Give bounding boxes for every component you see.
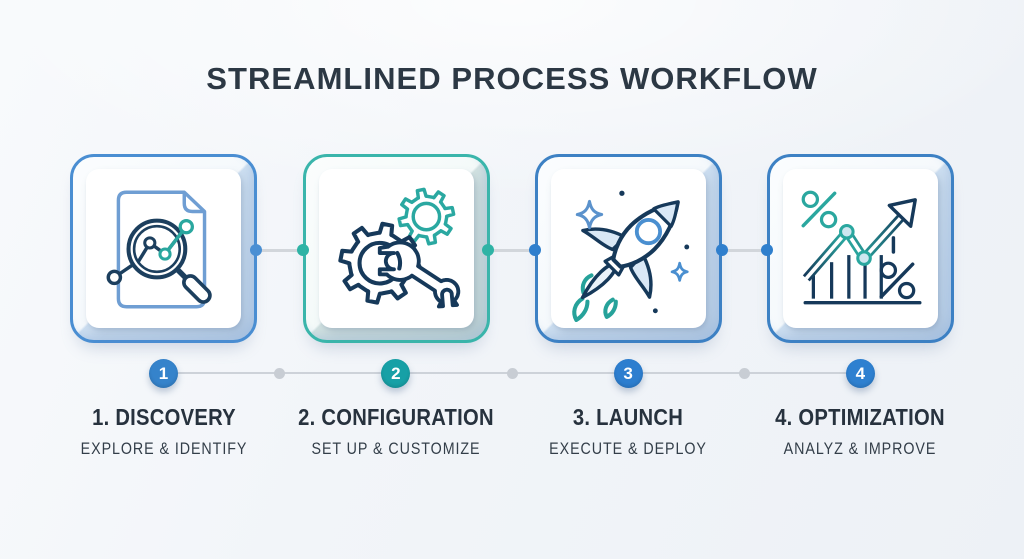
card-connector-line-2: [490, 249, 535, 252]
step-title-3: 3. LAUNCH: [573, 404, 684, 430]
card3-left-connector-dot: [529, 244, 541, 256]
step-title-2: 2. CONFIGURATION: [297, 404, 494, 430]
card2-left-connector-dot: [297, 244, 309, 256]
step-subtitle-1: EXPLORE & IDENTIFY: [80, 438, 247, 458]
step-title-4: 4. OPTIMIZATION: [775, 404, 946, 430]
step-card-configuration: [303, 154, 490, 343]
timeline-mid-dot-3: [739, 367, 750, 379]
gears-wrench-icon: [337, 187, 460, 308]
step-subtitle-3: EXECUTE & DEPLOY: [549, 438, 707, 458]
timeline-mid-dot-1: [274, 367, 285, 379]
card-connector-line-3: [722, 249, 767, 252]
rocket-icon: [571, 190, 689, 322]
step-card-launch: [535, 154, 722, 343]
card-connector-line-1: [257, 249, 303, 252]
step-card-discovery-inner: [86, 169, 241, 328]
step-card-discovery: [70, 154, 257, 343]
step-marker-3: 3: [613, 358, 643, 388]
document-magnifier-chart-icon: [106, 190, 212, 308]
step-marker-4: 4: [845, 358, 875, 388]
step-title-1: 1. DISCOVERY: [91, 404, 236, 430]
card2-right-connector-dot: [482, 244, 494, 256]
growth-chart-percent-icon: [801, 190, 921, 304]
step-card-configuration-inner: [319, 169, 474, 328]
step-marker-2: 2: [381, 358, 411, 388]
card4-left-connector-dot: [761, 244, 773, 256]
page-title: STREAMLINED PROCESS WORKFLOW: [206, 61, 818, 96]
step-card-optimization-inner: [783, 169, 938, 328]
card3-right-connector-dot: [716, 244, 728, 256]
step-subtitle-4: ANALYZ & IMPROVE: [783, 438, 937, 458]
step-card-launch-inner: [551, 169, 706, 328]
step-marker-1: 1: [149, 358, 178, 388]
timeline-mid-dot-2: [506, 367, 518, 379]
step-card-optimization: [767, 154, 954, 343]
step-subtitle-2: SET UP & CUSTOMIZE: [311, 438, 481, 458]
card1-right-connector-dot: [250, 244, 262, 256]
